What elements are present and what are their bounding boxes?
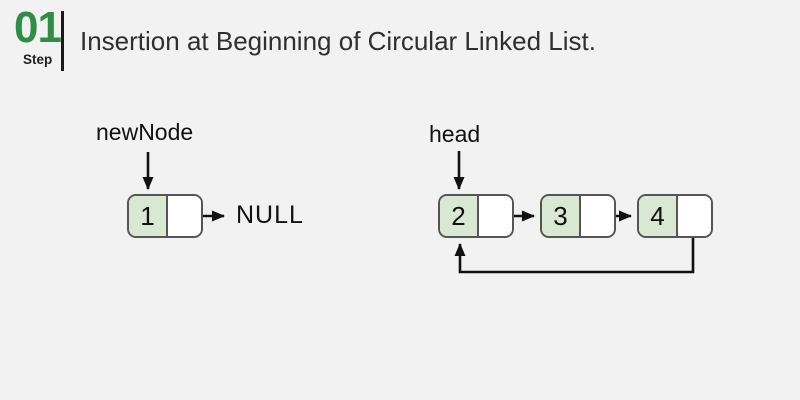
list-node-4-data-cell: 4 <box>639 196 678 236</box>
step-number: 01 <box>14 3 62 52</box>
new-node-box: 1 <box>127 194 203 238</box>
list-node-2: 2 <box>438 194 514 238</box>
new-node-next-cell <box>168 196 201 236</box>
list-node-2-next-cell <box>479 196 512 236</box>
page-title: Insertion at Beginning of Circular Linke… <box>80 26 596 56</box>
header-divider <box>61 11 64 71</box>
list-node-4: 4 <box>637 194 713 238</box>
head-label: head <box>429 121 481 147</box>
list-node-3: 3 <box>540 194 616 238</box>
list-node-4-next-cell <box>678 196 711 236</box>
step-label: Step <box>23 52 53 67</box>
list-node-3-data-cell: 3 <box>542 196 581 236</box>
list-node-2-data-cell: 2 <box>440 196 479 236</box>
list-node-3-next-cell <box>581 196 614 236</box>
new-node-data-cell: 1 <box>129 196 168 236</box>
newnode-label: newNode <box>96 119 194 145</box>
null-label: NULL <box>236 201 304 229</box>
